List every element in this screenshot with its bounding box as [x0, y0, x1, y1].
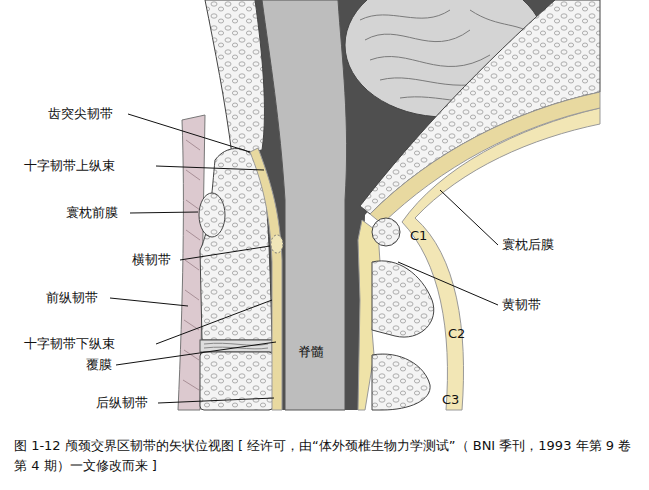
vertebra-label: C1: [410, 228, 427, 244]
ligament-label: 寰枕后膜: [502, 237, 554, 253]
ligament-label: 后纵韧带: [96, 395, 148, 411]
ligament-label: 齿突尖韧带: [48, 106, 113, 122]
vertebra-label: C2: [448, 326, 465, 342]
ligament-label: 寰枕前膜: [66, 205, 118, 221]
ligament-label: 黄韧带: [502, 297, 541, 313]
figure-caption: 图 1-12 颅颈交界区韧带的矢状位视图 [ 经许可，由“体外颈椎生物力学测试”…: [14, 436, 638, 476]
ligament-label: 十字韧带上纵束: [24, 158, 115, 174]
ligament-label: 覆膜: [86, 357, 112, 373]
ligament-label: 十字韧带下纵束: [24, 336, 115, 352]
ligament-label: 横韧带: [132, 252, 171, 268]
ligament-label: 前纵韧带: [46, 290, 98, 306]
structure-label: 脊髓: [298, 344, 324, 360]
vertebra-label: C3: [442, 392, 459, 408]
